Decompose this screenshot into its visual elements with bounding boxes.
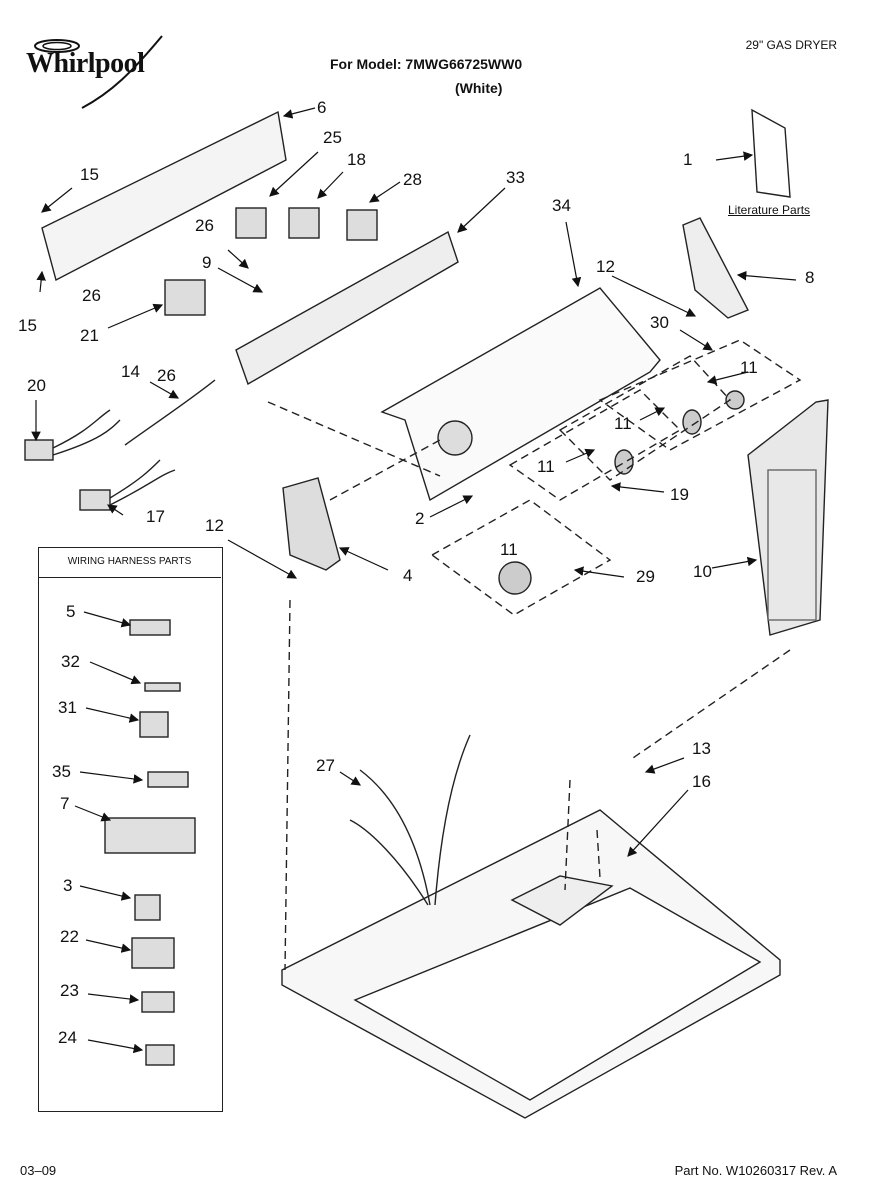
callout-16: 16 — [692, 772, 711, 791]
literature-part — [751, 108, 791, 198]
callout-21: 21 — [80, 326, 99, 345]
callout-14: 14 — [121, 362, 140, 381]
callout-11-c: 11 — [537, 457, 555, 476]
callout-26-left: 26 — [82, 286, 101, 305]
callout-29: 29 — [636, 567, 655, 586]
color-line: (White) — [455, 80, 503, 96]
callout-22: 22 — [60, 927, 79, 946]
callout-33: 33 — [506, 168, 525, 187]
callout-2: 2 — [415, 509, 425, 528]
callout-19: 19 — [670, 485, 689, 504]
callout-17: 17 — [146, 507, 165, 526]
callout-6: 6 — [317, 98, 327, 117]
callout-18: 18 — [347, 150, 366, 169]
callout-20: 20 — [27, 376, 46, 395]
callout-15-top: 15 — [80, 165, 99, 184]
callout-30: 30 — [650, 313, 669, 332]
callout-11-d: 11 — [500, 540, 518, 559]
brand-name: Whirlpool — [26, 48, 145, 79]
callout-8: 8 — [805, 268, 815, 287]
callout-13: 13 — [692, 739, 711, 758]
callout-15-bottom: 15 — [18, 316, 37, 335]
product-type: 29" GAS DRYER — [745, 38, 837, 52]
callout-7: 7 — [60, 794, 70, 813]
callout-23: 23 — [60, 981, 79, 1000]
swirl-icon — [34, 35, 163, 109]
callout-4: 4 — [403, 566, 413, 585]
callout-9: 9 — [202, 253, 212, 272]
part-number: Part No. W10260317 Rev. A — [674, 1163, 837, 1178]
callout-12-left: 12 — [205, 516, 224, 535]
callout-26-top: 26 — [195, 216, 214, 235]
callout-26-mid: 26 — [157, 366, 176, 385]
console-bracket-part — [235, 230, 459, 386]
callout-10: 10 — [693, 562, 712, 581]
callout-11-a: 11 — [740, 358, 758, 377]
whirlpool-logo: Whirlpool — [12, 32, 182, 112]
callout-11-b: 11 — [614, 414, 632, 433]
side-bracket-part — [282, 477, 341, 571]
end-cap-part — [682, 217, 749, 319]
callout-32: 32 — [61, 652, 80, 671]
revision-date: 03–09 — [20, 1163, 57, 1178]
callout-12-right: 12 — [596, 257, 615, 276]
model-line: For Model: 7MWG66725WW0 — [330, 56, 523, 72]
callout-27: 27 — [316, 756, 335, 775]
callout-1: 1 — [683, 150, 693, 169]
callout-34: 34 — [552, 196, 571, 215]
callout-5: 5 — [66, 602, 76, 621]
callout-28: 28 — [403, 170, 422, 189]
literature-parts-label: Literature Parts — [728, 203, 811, 217]
wiring-harness-box — [38, 547, 223, 1112]
callout-35: 35 — [52, 762, 71, 781]
callout-25: 25 — [323, 128, 342, 147]
callout-31: 31 — [58, 698, 77, 717]
rear-plate-part — [41, 110, 287, 282]
wiring-harness-title: WIRING HARNESS PARTS — [38, 547, 221, 578]
callout-3: 3 — [63, 876, 73, 895]
callout-24: 24 — [58, 1028, 77, 1047]
